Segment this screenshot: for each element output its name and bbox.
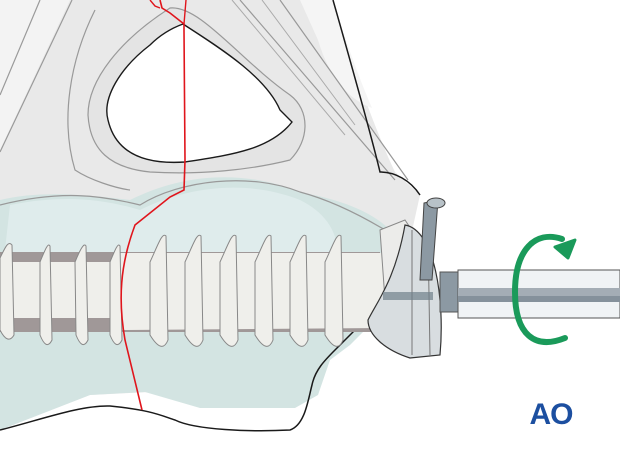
screw-threads bbox=[0, 234, 344, 347]
rotation-arrow-icon bbox=[511, 234, 568, 345]
fracture-line bbox=[120, 0, 186, 411]
bone-outline bbox=[332, 0, 421, 196]
ao-logo-text: AO bbox=[529, 398, 574, 431]
bone-highlight bbox=[300, 0, 372, 108]
ao-logo: AO bbox=[523, 398, 579, 434]
foramen-opening bbox=[106, 23, 293, 164]
bone-left-cortex bbox=[0, 0, 70, 150]
